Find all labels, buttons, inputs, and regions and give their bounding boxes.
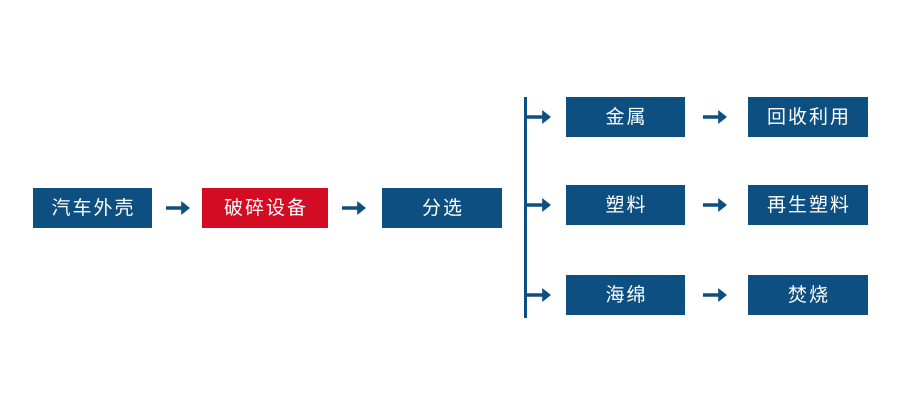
arrow-right-icon-metal-to-recycle [703, 108, 727, 126]
branch-trunk-line [524, 97, 527, 318]
node-regenerated-plastic[interactable]: 再生塑料 [748, 185, 868, 225]
branch-arrow-icon-sponge [527, 286, 551, 304]
node-sorting[interactable]: 分选 [382, 188, 502, 228]
node-metal[interactable]: 金属 [566, 97, 685, 137]
arrow-right-icon-shell-to-shredder [166, 199, 190, 217]
node-recycle-reuse[interactable]: 回收利用 [748, 97, 868, 137]
arrow-right-icon-sponge-to-incineration [703, 286, 727, 304]
arrow-right-icon-plastic-to-regenerated [703, 196, 727, 214]
branch-arrow-icon-plastic [527, 196, 551, 214]
node-sponge[interactable]: 海绵 [566, 275, 685, 315]
node-plastic[interactable]: 塑料 [566, 185, 685, 225]
node-shredder[interactable]: 破碎设备 [202, 188, 328, 228]
arrow-right-icon-shredder-to-sorting [342, 199, 366, 217]
branch-arrow-icon-metal [527, 108, 551, 126]
node-incineration[interactable]: 焚烧 [748, 275, 868, 315]
node-shell[interactable]: 汽车外壳 [33, 188, 152, 228]
